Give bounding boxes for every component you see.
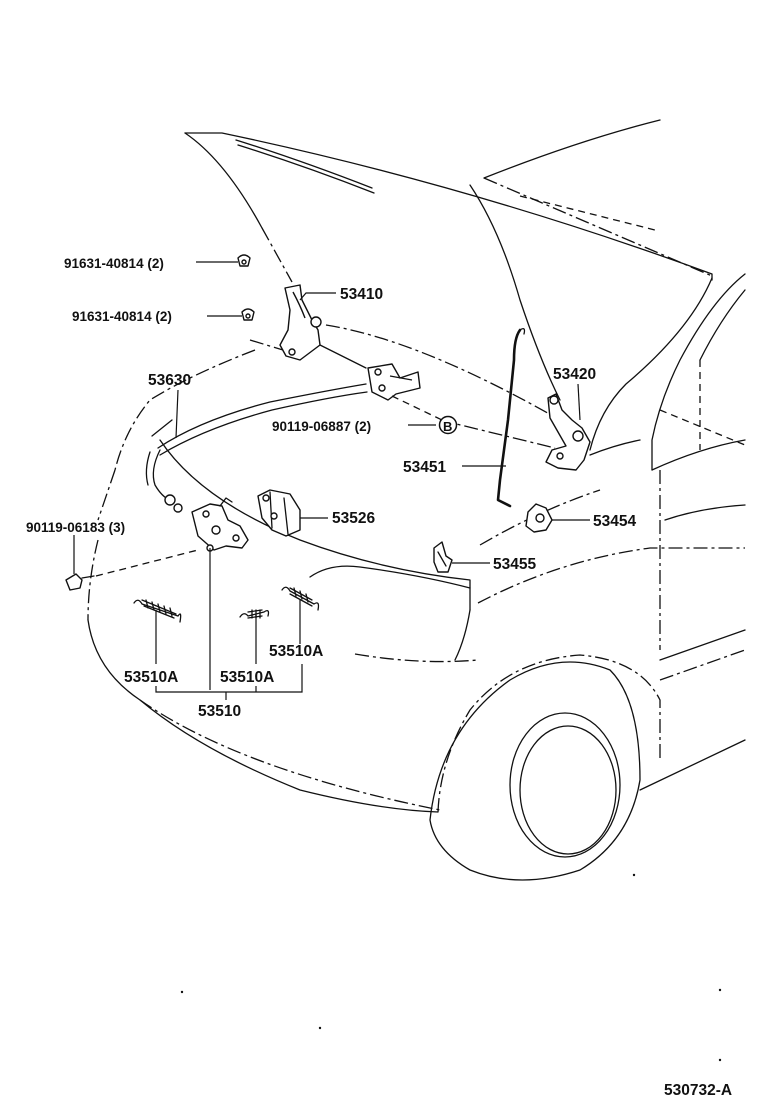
spring-mid-icon	[239, 609, 270, 619]
label-bolt-lower: 91631-40814 (2)	[72, 309, 172, 324]
leader-lines	[73, 261, 590, 700]
ref-marker-b-text: B	[443, 419, 452, 434]
label-release-cable: 53630	[148, 372, 191, 389]
spring-left-icon	[133, 599, 182, 623]
label-hinge-left: 53410	[340, 286, 383, 303]
vehicle-outline	[87, 119, 746, 1062]
label-spring-mid: 53510A	[220, 669, 274, 686]
hood-hinge-left	[249, 284, 367, 369]
label-spring-right: 53510A	[269, 643, 323, 660]
label-bolt-upper: 91631-40814 (2)	[64, 256, 164, 271]
ref-marker-b: B	[438, 415, 458, 435]
label-rod-retainer: 53455	[493, 556, 536, 573]
label-support-rod: 53451	[403, 459, 446, 476]
cable-guide-bracket	[367, 363, 421, 401]
rod-retainer	[433, 541, 453, 573]
spring-right-icon	[281, 586, 320, 611]
label-spring-left: 53510A	[124, 669, 178, 686]
bolt-upper-icon	[237, 254, 251, 267]
label-lock-bolt: 90119-06183 (3)	[26, 520, 125, 535]
label-clip-bolt: 90119-06887 (2)	[272, 419, 371, 434]
label-hinge-right: 53420	[553, 366, 596, 383]
lock-bolt-icon	[65, 549, 199, 591]
hood-lock-sub	[257, 489, 301, 537]
figure-code: 530732-A	[664, 1082, 732, 1099]
label-lock-sub: 53526	[332, 510, 375, 527]
label-hood-lock-assy: 53510	[198, 703, 241, 720]
rod-holder	[525, 503, 553, 533]
hood-lock	[191, 497, 249, 552]
hood-support-rod	[496, 328, 526, 508]
bolt-lower-icon	[241, 308, 255, 321]
label-rod-holder: 53454	[593, 513, 636, 530]
release-cable	[145, 383, 368, 513]
part-labels: 91631-40814 (2) 91631-40814 (2) 53410 53…	[26, 256, 636, 720]
hood-hinge-right	[439, 393, 591, 471]
